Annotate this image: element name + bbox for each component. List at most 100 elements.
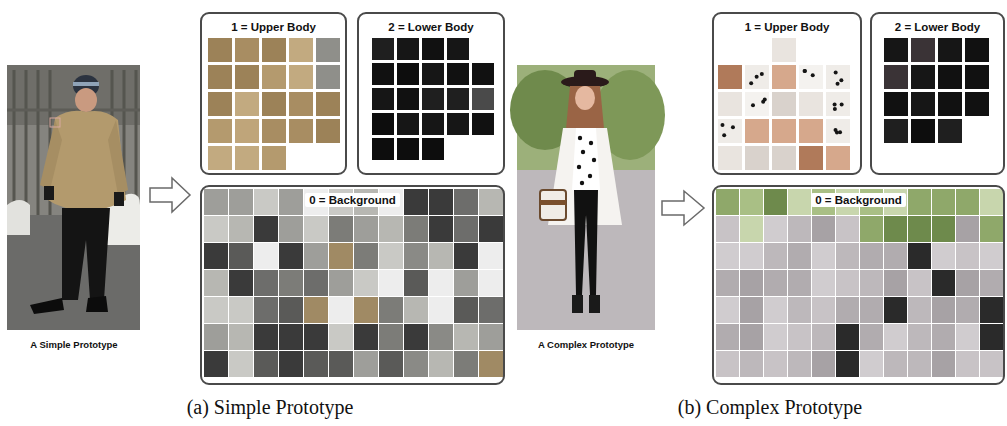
image-patch [965,92,989,116]
image-patch [718,65,742,89]
image-patch [454,270,478,296]
image-patch [884,243,907,269]
image-patch [354,270,378,296]
image-patch [884,119,908,143]
image-patch [262,119,286,143]
image-patch [932,324,955,350]
image-patch [884,324,907,350]
image-patch [229,216,253,242]
image-patch [429,324,453,350]
image-patch [279,351,303,377]
image-patch [429,216,453,242]
image-patch [316,119,340,143]
image-patch [716,351,739,377]
image-patch [764,243,787,269]
image-patch [208,38,232,62]
image-patch [479,351,503,377]
image-patch [397,113,419,135]
image-patch [472,113,494,135]
image-patch [799,65,823,89]
image-patch [422,63,444,85]
image-patch [262,65,286,89]
image-patch [235,38,259,62]
image-patch [932,216,955,242]
image-patch [454,216,478,242]
image-patch [772,92,796,116]
image-patch [404,216,428,242]
image-patch [204,351,228,377]
image-patch [745,65,769,89]
image-patch [860,351,883,377]
part-title: 2 = Lower Body [891,20,984,34]
image-patch [980,189,1003,215]
image-patch [826,119,850,143]
image-patch [908,297,931,323]
image-patch [812,270,835,296]
image-patch [932,297,955,323]
patch-dot [811,73,815,77]
part-title: 2 = Lower Body [384,20,477,34]
image-patch [329,297,353,323]
image-patch [980,297,1003,323]
photo-label: A Complex Prototype [514,339,658,350]
image-patch [911,38,935,62]
image-patch [379,324,403,350]
image-patch [938,65,962,89]
image-patch [911,92,935,116]
image-patch [740,270,763,296]
image-patch [479,189,503,215]
image-patch [304,297,328,323]
title-row: 2 = Lower Body [359,17,503,35]
image-patch [229,270,253,296]
image-patch [884,216,907,242]
image-patch [772,65,796,89]
image-patch [454,189,478,215]
image-patch [908,351,931,377]
image-patch [965,65,989,89]
prototype-part-box: 2 = Lower Body [870,12,1005,175]
image-patch [422,113,444,135]
image-patch [826,92,850,116]
image-patch [372,138,394,160]
image-patch [229,189,253,215]
title-row: 1 = Upper Body [714,17,860,35]
patch-dot [760,72,764,76]
image-patch [429,270,453,296]
title-row: 2 = Lower Body [872,17,1003,35]
image-patch [229,351,253,377]
image-patch [745,119,769,143]
image-patch [279,270,303,296]
image-patch [788,324,811,350]
image-patch [422,38,444,60]
image-patch [404,324,428,350]
image-patch [429,297,453,323]
image-patch [826,65,850,89]
image-patch [454,351,478,377]
image-patch [397,138,419,160]
image-patch [316,65,340,89]
patch-dot [835,130,839,134]
image-patch [740,324,763,350]
image-patch [279,297,303,323]
image-patch [204,189,228,215]
image-patch [254,189,278,215]
image-patch [316,92,340,116]
image-patch [429,351,453,377]
image-patch [254,297,278,323]
image-patch [716,324,739,350]
image-patch [379,270,403,296]
image-patch [932,270,955,296]
image-patch [372,113,394,135]
image-patch [422,138,444,160]
image-patch [788,216,811,242]
image-patch [740,243,763,269]
image-patch [788,243,811,269]
image-patch [262,92,286,116]
patch-dot [749,81,753,85]
image-patch [208,65,232,89]
image-patch [229,297,253,323]
prototype-part-box: 2 = Lower Body [357,12,505,175]
part-title: 1 = Upper Body [227,20,320,34]
image-patch [329,324,353,350]
